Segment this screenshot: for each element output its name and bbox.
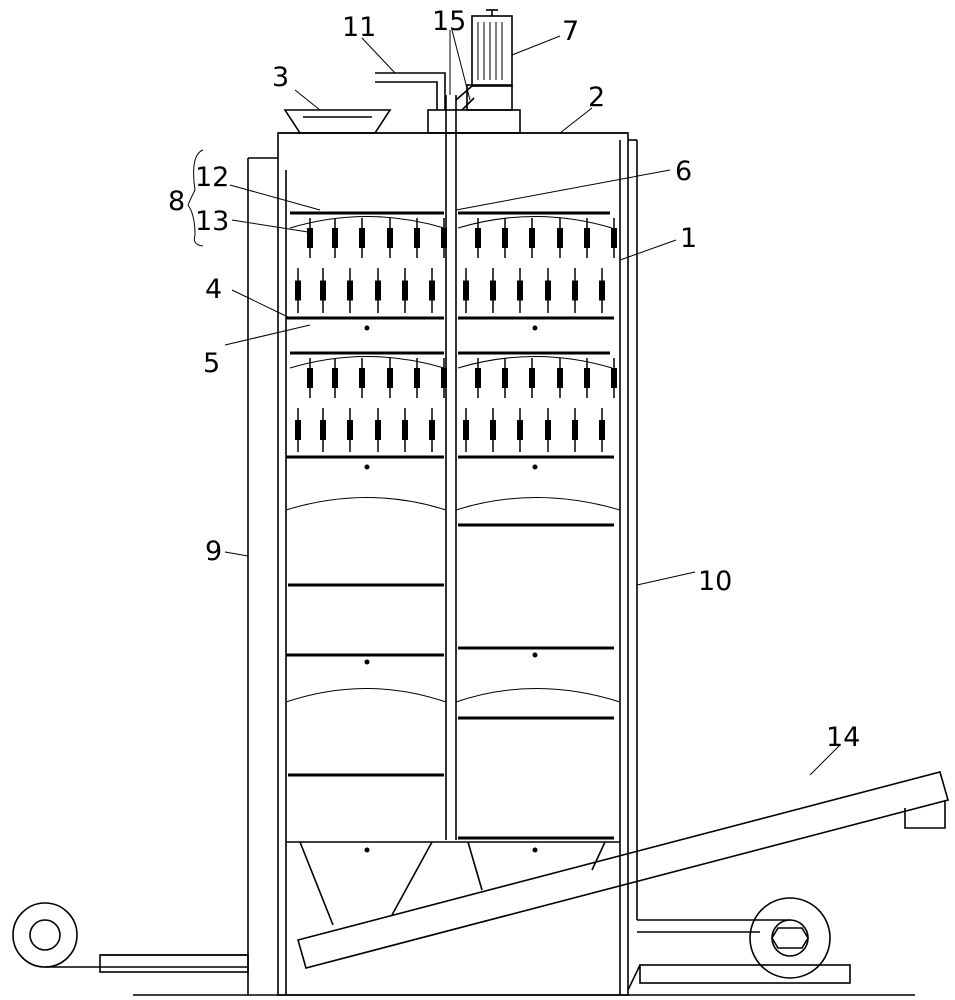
rotor-hub: [365, 848, 370, 853]
main-housing: [278, 133, 628, 995]
bottom-discharge: [286, 842, 620, 925]
crusher-blade: [517, 408, 523, 452]
crusher-blade: [502, 218, 508, 258]
rotor-hub: [533, 465, 538, 470]
drying-tier-1: [286, 498, 620, 656]
label-7: 7: [562, 16, 579, 47]
drive-belt: [456, 86, 474, 110]
crusher-blade: [584, 358, 590, 398]
crusher-blade: [347, 408, 353, 452]
crusher-blade: [502, 358, 508, 398]
label-3: 3: [272, 62, 289, 93]
crusher-blade: [611, 358, 617, 398]
crusher-blade: [584, 218, 590, 258]
crusher-blade: [475, 358, 481, 398]
crusher-blade: [402, 268, 408, 313]
crusher-blade: [557, 218, 563, 258]
crusher-blade: [414, 358, 420, 398]
crusher-blade: [387, 358, 393, 398]
crusher-blade: [545, 408, 551, 452]
crusher-blade: [414, 218, 420, 258]
label-10: 10: [698, 566, 732, 597]
right-fan: [628, 898, 850, 990]
crusher-blade: [347, 268, 353, 313]
leader-lines: [225, 30, 840, 775]
drying-tier-2: [286, 689, 620, 839]
crusher-blade: [599, 268, 605, 313]
crusher-blade: [545, 268, 551, 313]
crusher-blade: [557, 358, 563, 398]
rotor-hub: [533, 848, 538, 853]
crusher-blade: [307, 358, 313, 398]
crusher-blade: [429, 268, 435, 313]
crusher-blade: [359, 358, 365, 398]
label-11: 11: [342, 12, 376, 43]
crusher-blade: [402, 408, 408, 452]
rotor-hubs: [365, 326, 538, 853]
central-shaft: [446, 95, 456, 840]
crusher-blade: [572, 268, 578, 313]
label-6: 6: [675, 156, 692, 187]
label-12: 12: [195, 162, 229, 193]
crusher-blade: [332, 218, 338, 258]
crusher-blade: [463, 408, 469, 452]
crusher-blade: [475, 218, 481, 258]
feed-pipe: [375, 73, 445, 110]
crusher-blade: [490, 268, 496, 313]
left-fan: [13, 903, 248, 972]
crusher-blade: [490, 408, 496, 452]
crusher-blade: [429, 408, 435, 452]
crusher-blade: [463, 268, 469, 313]
crusher-blade: [295, 268, 301, 313]
crusher-blade: [599, 408, 605, 452]
crusher-blade: [387, 218, 393, 258]
label-1: 1: [680, 223, 697, 254]
rotor-hub: [533, 326, 538, 331]
crusher-blade: [375, 268, 381, 313]
crusher-blade: [320, 408, 326, 452]
feed-hopper: [285, 110, 390, 133]
label-4: 4: [205, 274, 222, 305]
rotor-hub: [365, 465, 370, 470]
crusher-blade: [359, 218, 365, 258]
label-13: 13: [195, 206, 229, 237]
label-15: 15: [432, 6, 466, 37]
label-14: 14: [826, 722, 860, 753]
rotor-hub: [365, 326, 370, 331]
label-2: 2: [588, 82, 605, 113]
crusher-blade: [320, 268, 326, 313]
crusher-blade: [295, 408, 301, 452]
label-8: 8: [168, 186, 185, 217]
inclined-conveyor: [298, 772, 948, 968]
label-5: 5: [203, 348, 220, 379]
crusher-blade: [529, 218, 535, 258]
crusher-blade: [332, 358, 338, 398]
crusher-blade: [307, 218, 313, 258]
crusher-blade: [611, 218, 617, 258]
crusher-blade: [375, 408, 381, 452]
label-9: 9: [205, 536, 222, 567]
rotor-hub: [533, 653, 538, 658]
rotor-hub: [365, 660, 370, 665]
crusher-blade: [517, 268, 523, 313]
left-elevator-duct: [248, 158, 278, 995]
crusher-blade: [529, 358, 535, 398]
crusher-blade: [572, 408, 578, 452]
